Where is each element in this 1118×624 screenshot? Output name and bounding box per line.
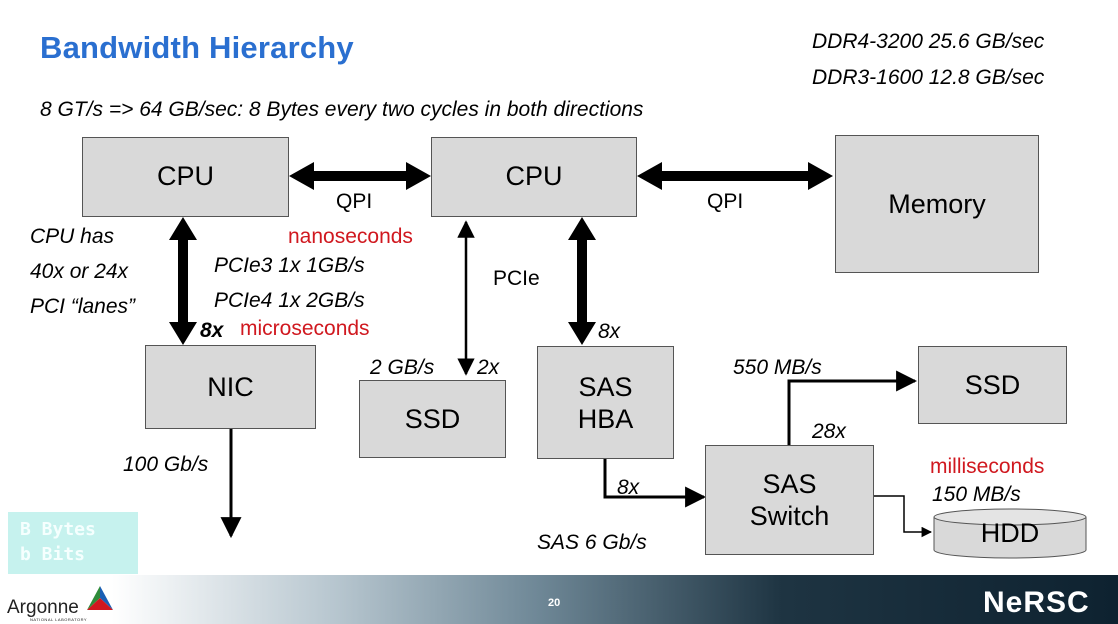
ssd-pcie-box: SSD [359, 380, 506, 458]
ssd-pcie-label: SSD [404, 404, 461, 434]
qpi-right-arrow [637, 162, 833, 190]
argonne-logo-icon [87, 586, 113, 610]
pcie-label: PCIe [493, 267, 540, 290]
cpu-has-line2: 40x or 24x [30, 260, 129, 283]
cpu-left-box: CPU [82, 137, 289, 217]
argonne-logo-text: Argonne [7, 597, 79, 618]
sas-hba-line2: HBA [577, 403, 634, 434]
sas-switch-line2: Switch [749, 501, 830, 531]
qpi-right-label: QPI [707, 190, 744, 213]
nic-box: NIC [145, 345, 316, 429]
nic-bandwidth-label: 100 Gb/s [123, 453, 209, 476]
ddr4-bandwidth: DDR4-3200 25.6 GB/sec [812, 30, 1045, 53]
hba-switch-arrow [603, 459, 707, 508]
ddr3-bandwidth: DDR3-1600 12.8 GB/sec [812, 66, 1045, 89]
hdd-bandwidth-label: 150 MB/s [932, 483, 1021, 506]
connection-arrows [169, 162, 1087, 559]
cpu-has-line3: PCI “lanes” [30, 295, 136, 318]
cpu-nic-arrow [169, 217, 197, 345]
cpu-hba-arrow [568, 217, 596, 345]
argonne-logo-subtext: NATIONAL LABORATORY [30, 617, 88, 622]
switch-ssd-arrow [787, 370, 918, 445]
page-title: Bandwidth Hierarchy [40, 30, 354, 65]
sas-hba-box: SAS HBA [537, 346, 674, 459]
ssd-sas-box: SSD [918, 346, 1067, 424]
hdd-label: HDD [980, 518, 1040, 548]
cpu-mid-label: CPU [505, 161, 563, 191]
ssd-lanes-label: 2x [477, 356, 500, 379]
hba-lanes-label: 8x [598, 320, 621, 343]
switch-lanes-label: 28x [812, 420, 846, 443]
pcie4-label: PCIe4 1x 2GB/s [214, 289, 365, 312]
sas-speed-label: SAS 6 Gb/s [537, 531, 647, 554]
sas-switch-box: SAS Switch [705, 445, 874, 555]
cpu-mid-box: CPU [431, 137, 637, 217]
sas-switch-line1: SAS [762, 469, 817, 499]
memory-label: Memory [888, 189, 986, 219]
pcie3-label: PCIe3 1x 1GB/s [214, 254, 365, 277]
memory-box: Memory [835, 135, 1039, 273]
ssd-sas-label: SSD [964, 370, 1021, 400]
subtitle: 8 GT/s => 64 GB/sec: 8 Bytes every two c… [40, 98, 644, 121]
nic-lanes-label: 8x [200, 319, 224, 342]
switch-hdd-arrow [874, 495, 933, 538]
milliseconds-label: milliseconds [930, 455, 1045, 478]
ssd-sas-bandwidth-label: 550 MB/s [733, 356, 822, 379]
qpi-left-arrow [289, 162, 431, 190]
sas-hba-line1: SAS [578, 371, 633, 402]
ssd-bandwidth-label: 2 GB/s [370, 356, 435, 379]
legend-bytes: B Bytes [20, 519, 96, 540]
nersc-logo: NeRSC [983, 586, 1090, 619]
units-legend: B Bytes b Bits [8, 512, 138, 574]
hba-switch-lanes-label: 8x [617, 476, 640, 499]
cpu-has-line1: CPU has [30, 225, 115, 248]
microseconds-label: microseconds [240, 317, 370, 340]
qpi-left-label: QPI [336, 190, 373, 213]
nic-label: NIC [207, 372, 254, 402]
hdd-cylinder [933, 508, 1087, 559]
nanoseconds-label: nanoseconds [288, 225, 413, 248]
legend-bits: b Bits [20, 544, 86, 565]
cpu-left-label: CPU [156, 161, 214, 191]
footer-bar [0, 575, 1118, 624]
page-number: 20 [548, 597, 561, 609]
